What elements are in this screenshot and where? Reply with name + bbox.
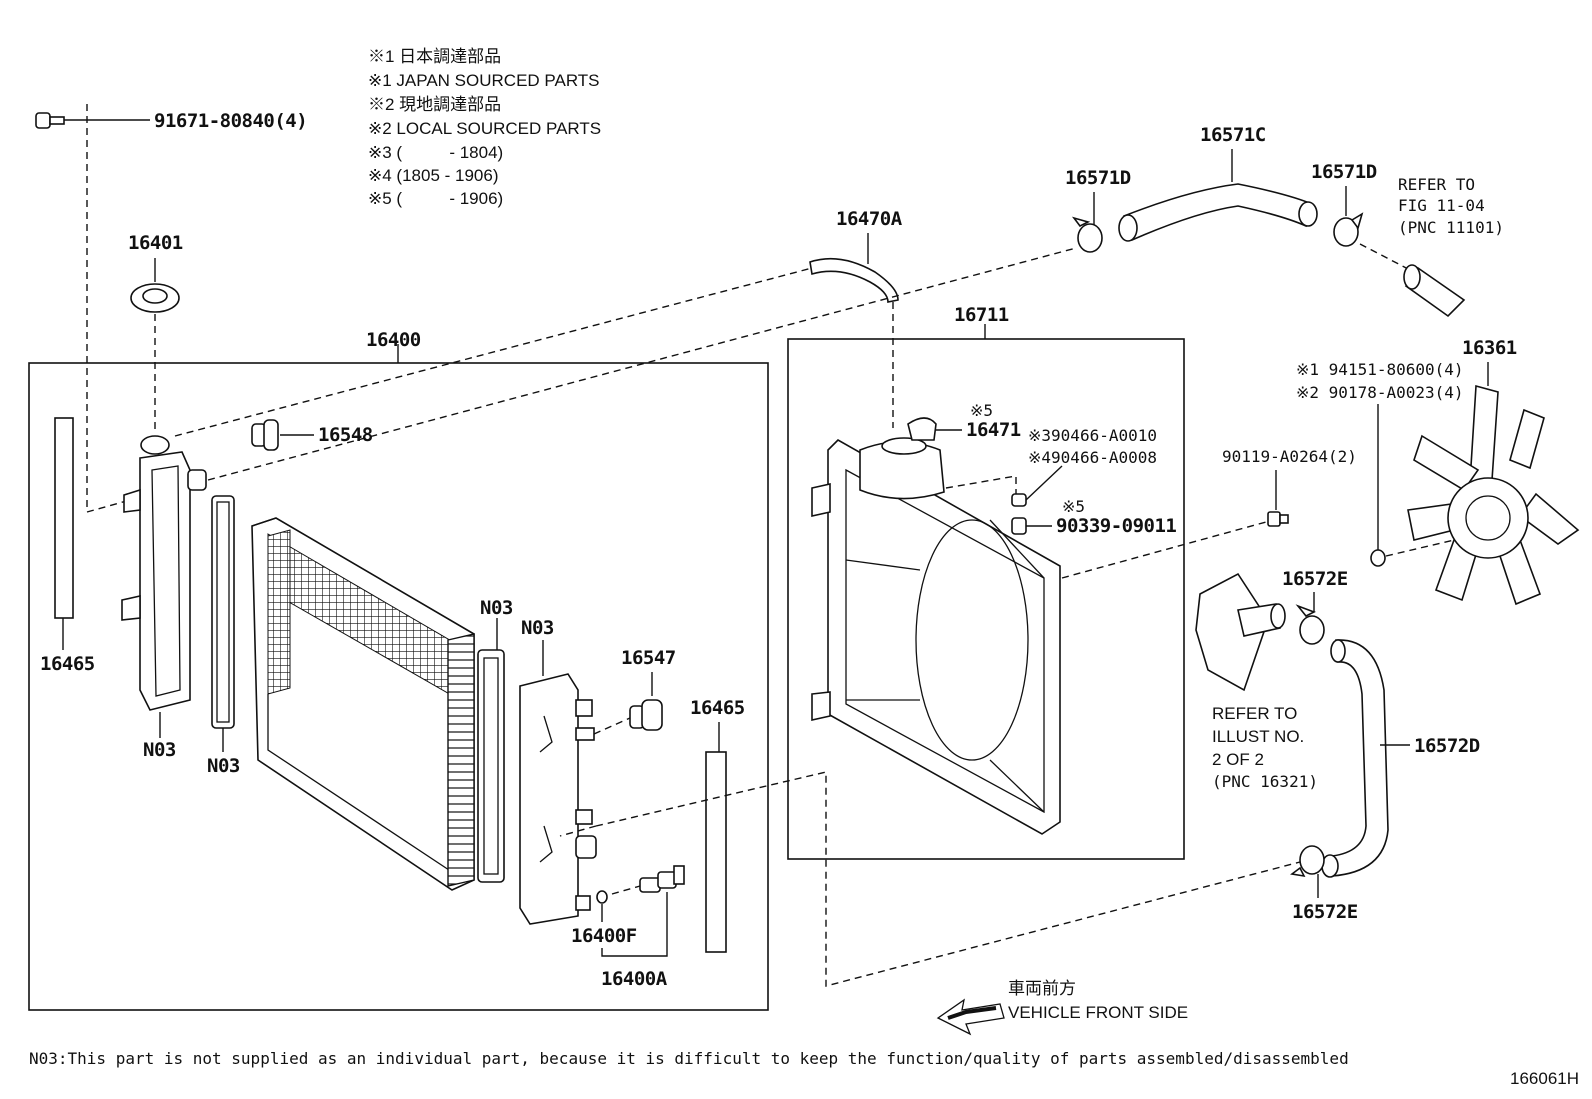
label-16400: 16400 [366, 329, 421, 351]
label-16548: 16548 [318, 424, 373, 446]
reservoir-cap-16471-icon [907, 417, 937, 441]
direction-japanese: 車両前方 [1008, 979, 1076, 998]
upper-hose-end-right [1298, 201, 1318, 227]
label-16572E-top: 16572E [1282, 568, 1348, 590]
label-16400F: 16400F [571, 925, 637, 947]
dash-bolt-to-tank-end [86, 499, 131, 513]
label-n03-gasket-right: N03 [480, 597, 513, 619]
note-5-date-range: ※5 ( - 1906) [368, 189, 503, 208]
label-91671-80840: 91671-80840(4) [154, 110, 307, 132]
refer-fig-line1: REFER TO [1398, 175, 1475, 194]
dash-to-engine-outlet [1359, 243, 1415, 273]
label-90339-09011: 90339-09011 [1056, 515, 1176, 537]
refer-illust-line4: (PNC 16321) [1212, 772, 1318, 791]
dash-90466 [945, 475, 1017, 496]
note-4-date-range: ※4 (1805 - 1906) [368, 166, 499, 185]
label-16471: 16471 [966, 419, 1021, 441]
hose-clamp-16571D-left-icon [1071, 216, 1103, 253]
footnote-n03: N03:This part is not supplied as an indi… [29, 1049, 1349, 1068]
label-n03-gasket-left: N03 [207, 755, 240, 777]
label-16572E-bottom: 16572E [1292, 901, 1358, 923]
radiator-cap-icon [130, 283, 180, 313]
note-2-english: ※2 LOCAL SOURCED PARTS [368, 119, 601, 138]
hose-clamp-16572E-top-icon [1295, 604, 1325, 645]
label-n03-left-tank: N03 [143, 739, 176, 761]
refer-illust-line2: ILLUST NO. [1212, 727, 1304, 746]
dash-16400A [611, 885, 641, 895]
seal-strip-left-icon [54, 417, 74, 619]
bolt-91671-icon [35, 112, 65, 129]
leader-90466 [1025, 465, 1063, 501]
gasket-left-icon [211, 495, 235, 729]
lower-hose-end-top [1330, 639, 1346, 663]
dash-16547 [593, 717, 631, 735]
label-16470A: 16470A [836, 208, 903, 230]
label-16572D: 16572D [1414, 735, 1480, 757]
plug-16547-icon [629, 699, 663, 731]
engine-outlet-pipe-icon [1403, 264, 1466, 318]
gasket-right-inner [483, 657, 499, 875]
plug-16548-icon [251, 419, 279, 451]
dash-hose-to-tank-top [174, 267, 813, 437]
clip-90339-icon [1011, 517, 1027, 535]
radiator-core-icon [251, 517, 475, 891]
water-outlet-icon [1195, 572, 1286, 692]
note-1-english: ※1 JAPAN SOURCED PARTS [368, 71, 600, 90]
note-3-date-range: ※3 ( - 1804) [368, 143, 503, 162]
dash-nut-to-fan [1385, 539, 1455, 557]
dash-hose-to-tank-inlet [207, 247, 1077, 481]
cooling-fan-16361-icon [1407, 384, 1580, 606]
refer-fig-line2: FIG 11-04 [1398, 196, 1485, 215]
label-16571C: 16571C [1200, 124, 1266, 146]
label-16465-right: 16465 [690, 697, 745, 719]
drain-cock-16400A-icon [639, 865, 685, 893]
label-90119-A0264: 90119-A0264(2) [1222, 447, 1357, 466]
figure-id: 166061H [1510, 1069, 1579, 1088]
label-16401: 16401 [128, 232, 183, 254]
leader-16400A [601, 892, 668, 957]
label-16400A: 16400A [601, 968, 668, 990]
label-94151-80600: ※1 94151-80600(4) [1296, 360, 1464, 379]
label-90466-A0008: ※490466-A0008 [1028, 448, 1157, 467]
radiator-left-tank-icon [121, 435, 207, 711]
hose-clamp-16572E-bottom-icon [1290, 845, 1325, 878]
label-n03-right-tank: N03 [521, 617, 554, 639]
refer-fig-line3: (PNC 11101) [1398, 218, 1504, 237]
label-16547: 16547 [621, 647, 676, 669]
label-90466-A0010: ※390466-A0010 [1028, 426, 1157, 445]
label-16571D-left: 16571D [1065, 167, 1131, 189]
overflow-hose-16470A-icon [809, 257, 899, 303]
o-ring-16400F-icon [596, 890, 608, 904]
vehicle-front-arrow-hatch [947, 1006, 997, 1020]
refer-illust-line3: 2 OF 2 [1212, 750, 1264, 769]
label-16711: 16711 [954, 304, 1009, 326]
radiator-right-tank-icon [519, 673, 597, 925]
label-90339-mark: ※5 [1062, 497, 1085, 516]
label-90178-A0023: ※2 90178-A0023(4) [1296, 383, 1464, 402]
refer-illust-line1: REFER TO [1212, 704, 1297, 723]
note-1-japanese: ※1 日本調達部品 [368, 47, 501, 66]
direction-english: VEHICLE FRONT SIDE [1008, 1003, 1188, 1022]
seal-strip-right-icon [705, 751, 727, 953]
clip-90466-icon [1011, 493, 1027, 507]
gasket-right-icon [477, 649, 505, 883]
bolt-90119-icon [1267, 511, 1289, 527]
upper-hose-end-left [1118, 214, 1138, 242]
hose-clamp-16571D-right-icon [1333, 212, 1364, 247]
fan-shroud-box [787, 338, 1185, 860]
lower-hose-16572D-icon [1331, 639, 1389, 877]
dash-lower-hose-to-tank [595, 771, 1301, 987]
label-16471-mark: ※5 [970, 401, 993, 420]
note-2-japanese: ※2 現地調達部品 [368, 95, 501, 114]
label-16571D-right: 16571D [1311, 161, 1377, 183]
gasket-left-inner [216, 501, 230, 723]
upper-hose-16571C-icon [1123, 183, 1313, 242]
label-16465-left: 16465 [40, 653, 95, 675]
label-16361: 16361 [1462, 337, 1517, 359]
fan-shroud-icon [811, 437, 1061, 835]
dash-lower-outlet [559, 825, 597, 837]
fan-nut-icon [1370, 549, 1386, 567]
